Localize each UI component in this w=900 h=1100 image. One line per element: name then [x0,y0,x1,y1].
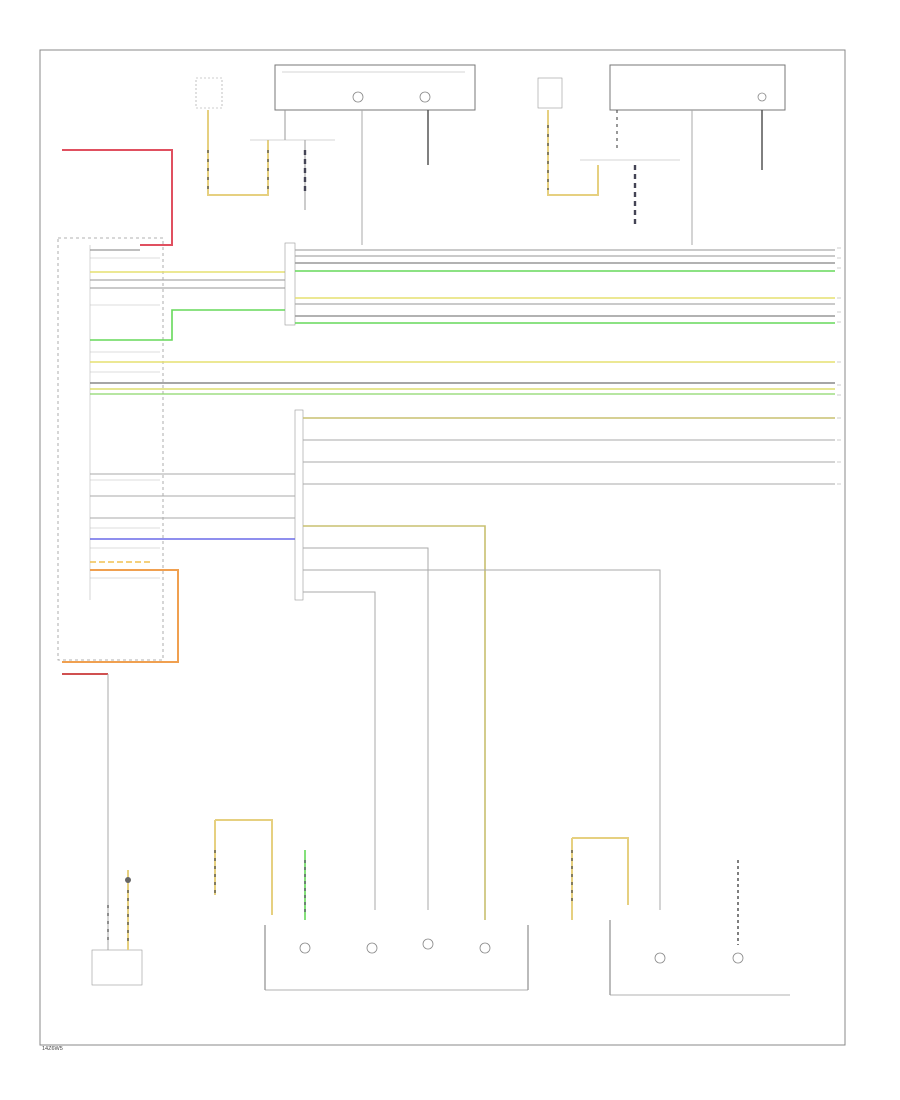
connector-icon [125,877,131,883]
wire-tan [215,819,273,915]
bulb-icon [299,942,311,954]
bulb-icon [757,92,767,102]
footer-code: 14Z6W5 [42,1046,63,1052]
switch-box [537,77,563,109]
sensor-box [91,949,143,986]
top-left-module [274,64,476,111]
wire-olive [303,525,486,920]
wire-orange [62,569,179,663]
right-edge-ticks [837,247,841,485]
bulb-icon [479,942,491,954]
wire-gray [284,110,306,210]
pin-rows [90,257,160,579]
wire-gray [303,547,429,910]
top-right-module [609,64,786,111]
bulb-icon [654,952,666,964]
wire-gray [303,569,661,910]
wire-red [62,149,173,246]
bulb-icon [732,952,744,964]
wire-gray [303,591,376,910]
bulb-icon [352,91,364,103]
splice-box [294,409,304,601]
wire-green [90,309,285,341]
switch-box [195,77,223,109]
diagram-frame [39,49,846,1046]
splice-box [284,242,296,326]
central-module [57,237,164,661]
bulb-icon [422,938,434,950]
bulb-icon [366,942,378,954]
wire-tan [571,837,629,920]
wire-tan [207,110,269,196]
wire-tan [547,110,599,196]
bulb-icon [419,91,431,103]
